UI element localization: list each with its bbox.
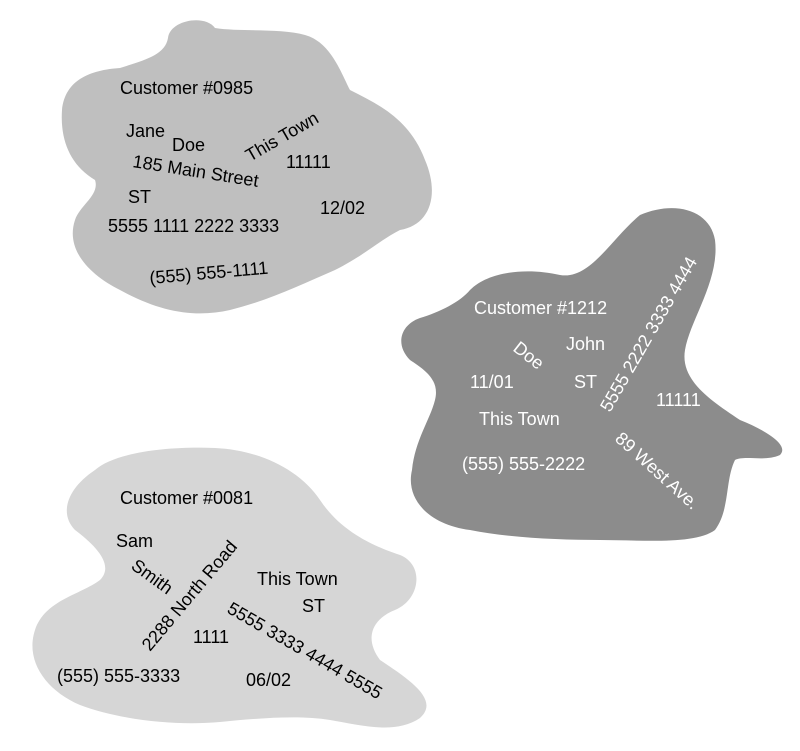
customer-id-label: Customer #0985 bbox=[120, 78, 253, 98]
phone-label: (555) 555-2222 bbox=[462, 454, 585, 474]
town-label: This Town bbox=[479, 409, 560, 429]
blob-customer-0081: Customer #0081 Sam Smith 2288 North Road… bbox=[32, 447, 427, 728]
first-name-label: Sam bbox=[116, 531, 153, 551]
blob-customer-1212: Customer #1212 Doe John 11/01 ST 5555 22… bbox=[401, 208, 783, 541]
customer-id-label: Customer #1212 bbox=[474, 298, 607, 318]
expiry-label: 12/02 bbox=[320, 198, 365, 218]
last-name-label: Doe bbox=[172, 135, 205, 155]
street-type-label: ST bbox=[128, 187, 151, 207]
first-name-label: Jane bbox=[126, 121, 165, 141]
first-name-label: John bbox=[566, 334, 605, 354]
street-type-label: ST bbox=[302, 596, 325, 616]
street-type-label: ST bbox=[574, 372, 597, 392]
blob-shape-1212 bbox=[401, 208, 783, 541]
blob-shape-0985 bbox=[61, 20, 432, 314]
blob-shape-0081 bbox=[32, 447, 427, 728]
customer-id-label: Customer #0081 bbox=[120, 488, 253, 508]
expiry-label: 11/01 bbox=[470, 372, 514, 392]
zip-label: 11111 bbox=[286, 152, 331, 172]
expiry-label: 06/02 bbox=[246, 670, 291, 690]
card-number-label: 5555 1111 2222 3333 bbox=[108, 216, 279, 236]
zip-label: 1111 bbox=[193, 627, 229, 647]
blob-customer-0985: Customer #0985 Jane Doe This Town 11111 … bbox=[61, 20, 432, 314]
zip-label: 11111 bbox=[656, 390, 701, 410]
town-label: This Town bbox=[257, 569, 338, 589]
phone-label: (555) 555-3333 bbox=[57, 666, 180, 686]
